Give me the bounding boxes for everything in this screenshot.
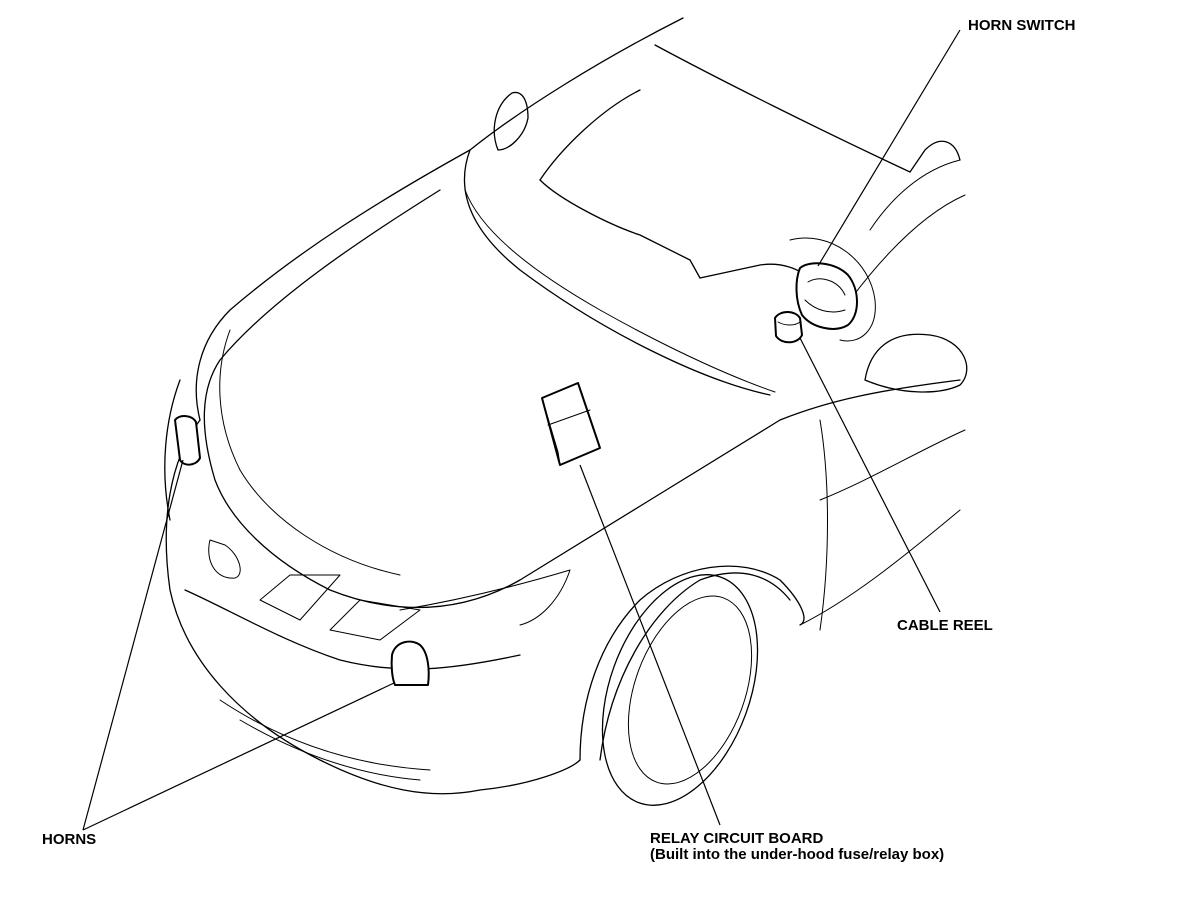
horn-left-part (174, 415, 201, 466)
cable-reel-part (774, 311, 803, 344)
car-body (164, 17, 968, 806)
relay-circuit-board-label: RELAY CIRCUIT BOARD (650, 830, 824, 847)
relay-location-note: (Built into the under-hood fuse/relay bo… (650, 846, 945, 863)
leader-lines (82, 29, 961, 831)
cable-reel-label: CABLE REEL (897, 617, 993, 634)
horn-right-part (390, 640, 430, 686)
relay-box-part (541, 382, 601, 466)
horn-switch-label: HORN SWITCH (968, 17, 1076, 34)
horns-label: HORNS (42, 831, 97, 848)
horn-switch-part (795, 262, 858, 330)
